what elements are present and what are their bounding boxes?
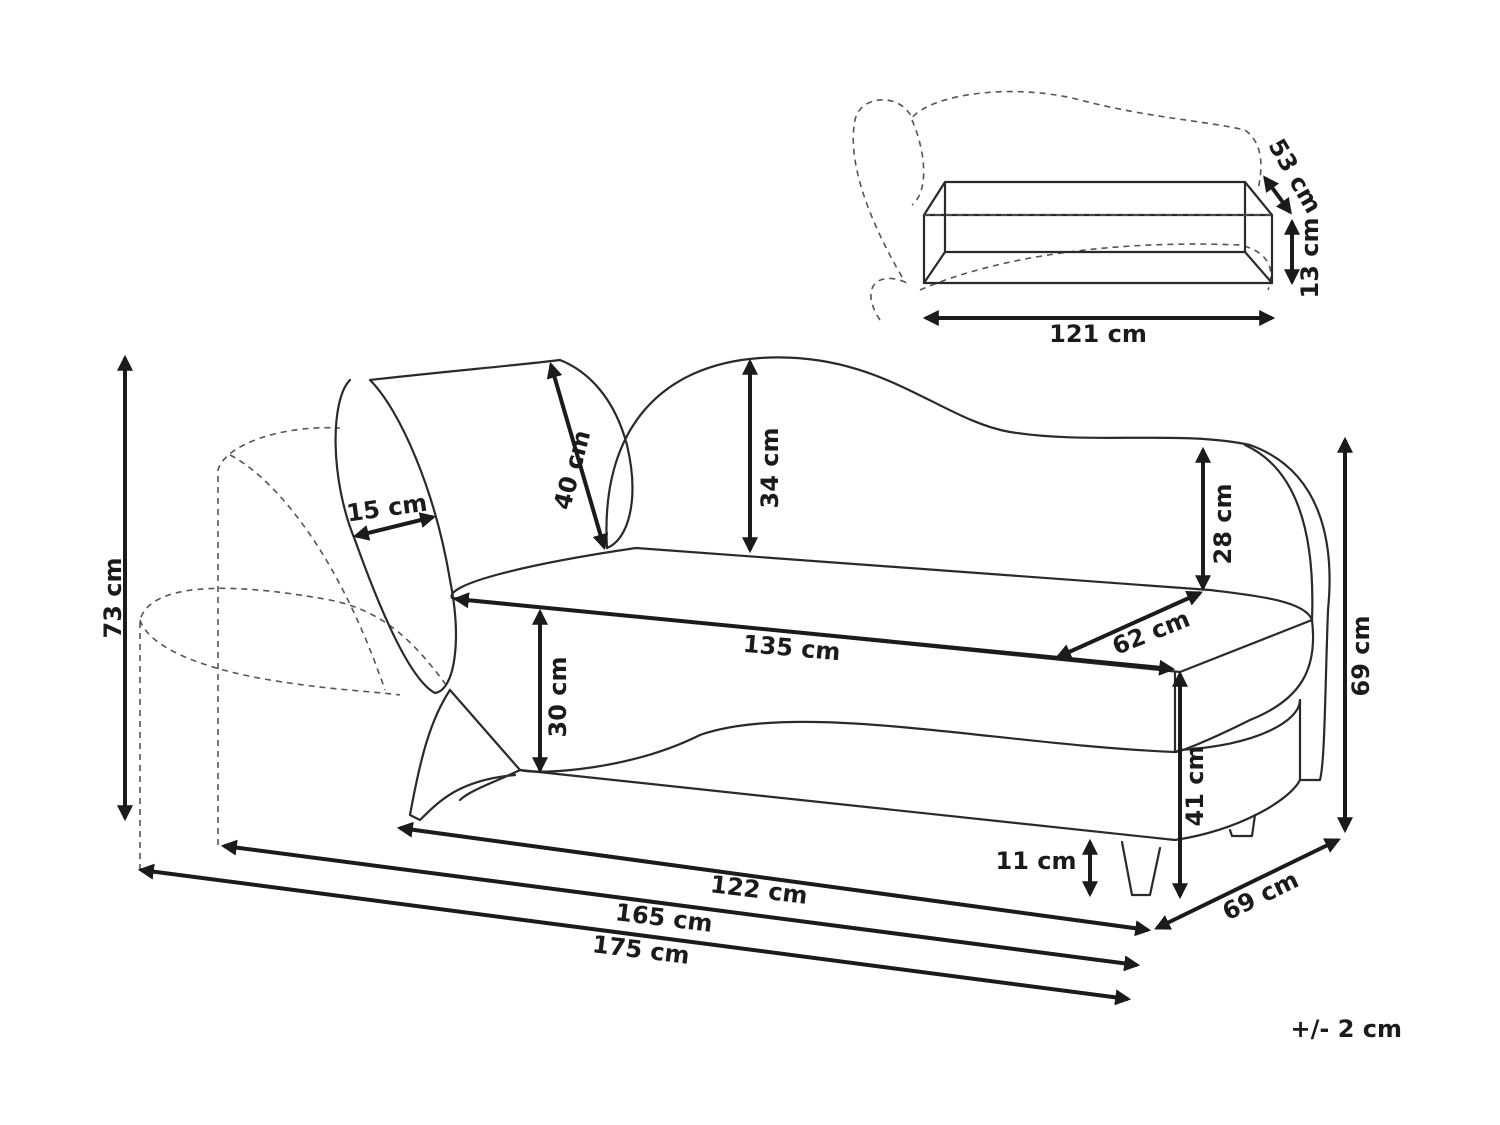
- label-seat-depth: 62 cm: [1108, 604, 1194, 660]
- pillow: [334, 358, 634, 695]
- storage-inset: [852, 90, 1300, 326]
- inset-storage-box: [922, 180, 1274, 285]
- label-seat-front-height: 30 cm: [544, 657, 572, 738]
- label-backrest-height: 34 cm: [756, 428, 784, 509]
- sofa-leg: [1120, 840, 1162, 897]
- label-seat-height: 41 cm: [1181, 746, 1209, 827]
- arrow-seat-length: [452, 592, 1176, 676]
- arrow-pillow-length: [546, 361, 609, 551]
- label-armrest-height: 28 cm: [1209, 484, 1237, 565]
- arrow-seat-depth: [1055, 590, 1203, 660]
- label-total-height: 69 cm: [1347, 616, 1375, 697]
- ghost-pillow: [139, 426, 451, 870]
- dimension-arrows: [117, 354, 1353, 1006]
- sofa-base: [518, 698, 1302, 842]
- label-storage-length: 121 cm: [1049, 320, 1147, 348]
- inset-ghost-seat: [911, 119, 1272, 291]
- chaise-lounge: [139, 356, 1331, 897]
- sofa-seat: [448, 546, 1315, 773]
- arrow-pillow-depth: [352, 512, 437, 541]
- label-storage-depth: 53 cm: [1263, 134, 1328, 218]
- sofa-curved-support: [408, 688, 522, 822]
- label-storage-height: 13 cm: [1296, 218, 1324, 299]
- label-total-depth: 69 cm: [1218, 865, 1303, 926]
- dimension-labels: 73 cm 15 cm 40 cm 34 cm 28 cm 135 cm 62 …: [99, 134, 1402, 1043]
- label-leg-height: 11 cm: [996, 847, 1077, 875]
- inset-depth-arrow: [1263, 175, 1292, 215]
- label-length-175: 175 cm: [591, 930, 691, 970]
- sofa-backrest: [605, 356, 1331, 782]
- label-tolerance: +/- 2 cm: [1291, 1015, 1402, 1043]
- arrow-total-depth: [1154, 838, 1341, 930]
- label-overall-height: 73 cm: [99, 558, 127, 639]
- label-base-length: 122 cm: [709, 870, 809, 910]
- arrow-length-175: [137, 863, 1132, 1006]
- inset-ghost-sofa: [852, 90, 1262, 321]
